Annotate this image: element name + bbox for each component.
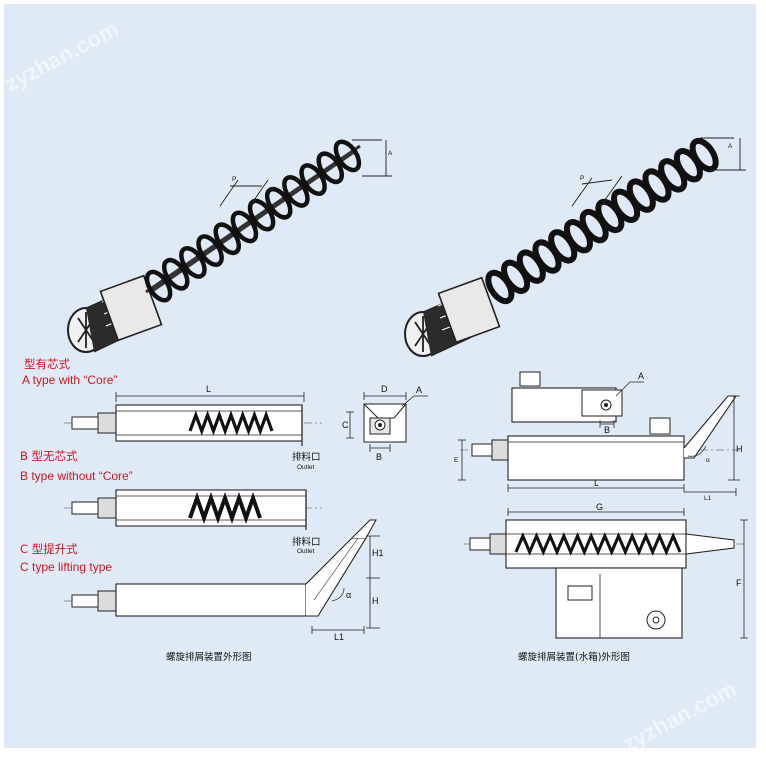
auger-flight-a <box>188 410 274 436</box>
dim-l1-label-tank: L1 <box>704 495 712 502</box>
flight-zigzag <box>188 410 274 436</box>
helix-coil <box>333 139 362 173</box>
section-b-chinese-label: B 型无芯式 <box>20 449 78 463</box>
dim-p-label-right: P <box>580 175 584 182</box>
helix-coil <box>316 151 345 185</box>
dim-a-label-section: A <box>416 385 422 395</box>
dim-p-label-left: P <box>232 176 236 183</box>
outlet-label-cn-b: 排料口 <box>292 536 321 548</box>
helix-coil <box>161 257 190 291</box>
flight-zigzag <box>188 491 262 525</box>
section-c-english-label: C type lifting type <box>20 560 112 574</box>
helix-coil <box>282 175 310 208</box>
motor-right <box>404 276 501 357</box>
helix-coil <box>299 163 327 196</box>
dim-c-label: C <box>342 420 349 430</box>
dim-alpha-label-tank: α <box>706 457 710 464</box>
helix-coil <box>144 269 173 303</box>
section-c-chinese-label: C 型提升式 <box>20 542 78 556</box>
dim-alpha-label: α <box>346 590 351 600</box>
helix-coil <box>179 246 207 279</box>
auger-without-core-illustration: A P <box>404 137 746 357</box>
helix-coil <box>213 222 242 256</box>
type-a-drawing: L <box>64 384 322 446</box>
auger-flight-b <box>188 491 262 525</box>
flight-zigzag <box>514 532 682 556</box>
dim-l-label-a: L <box>206 384 211 394</box>
section-a-chinese-label: 型有芯式 <box>24 357 70 371</box>
dim-l-label-tank: L <box>594 478 599 488</box>
dim-e-label: E <box>454 457 459 464</box>
dim-l1-label-c: L1 <box>334 632 344 642</box>
type-c-drawing: α H1 H L1 <box>64 519 384 642</box>
section-a-english-label: A type with “Core” <box>22 373 117 387</box>
dim-h-label-c: H <box>372 596 379 606</box>
dim-d-label: D <box>381 384 388 394</box>
dim-h-label-tank: H <box>736 444 743 454</box>
cross-section-drawing: D C B A <box>342 384 428 462</box>
helix-left <box>144 139 362 303</box>
section-b-english-label: B type without “Core” <box>20 469 133 483</box>
outlet-label-en-b: Outlet <box>297 548 315 555</box>
dim-b-label: B <box>376 452 382 462</box>
dim-a-label-left: A <box>388 150 393 157</box>
helix-coil <box>264 186 293 220</box>
helix-coil <box>230 210 259 244</box>
helix-coil <box>196 234 224 267</box>
dim-b-label-tank: B <box>604 425 610 435</box>
dim-h1-label-c: H1 <box>372 548 384 558</box>
water-tank-front-view: G F <box>464 502 748 639</box>
auger-with-core-illustration: A P <box>67 139 393 353</box>
dim-a-label-tank: A <box>638 371 644 381</box>
caption-right: 螺旋排屑装置(水箱)外形图 <box>518 651 630 663</box>
dim-g-label: G <box>596 502 603 512</box>
water-tank-elevation: A B α H E L L1 <box>454 371 743 502</box>
helix-right <box>485 137 719 305</box>
type-b-drawing <box>64 489 322 530</box>
dim-f-label: F <box>736 578 742 588</box>
auger-flight-tank <box>514 532 682 556</box>
caption-left: 螺旋排屑装置外形图 <box>166 651 252 663</box>
outlet-label-en-a: Outlet <box>297 464 315 471</box>
outlet-label-cn-a: 排料口 <box>292 451 321 463</box>
dim-a-label-right: A <box>728 143 733 150</box>
helix-coil <box>689 137 719 173</box>
